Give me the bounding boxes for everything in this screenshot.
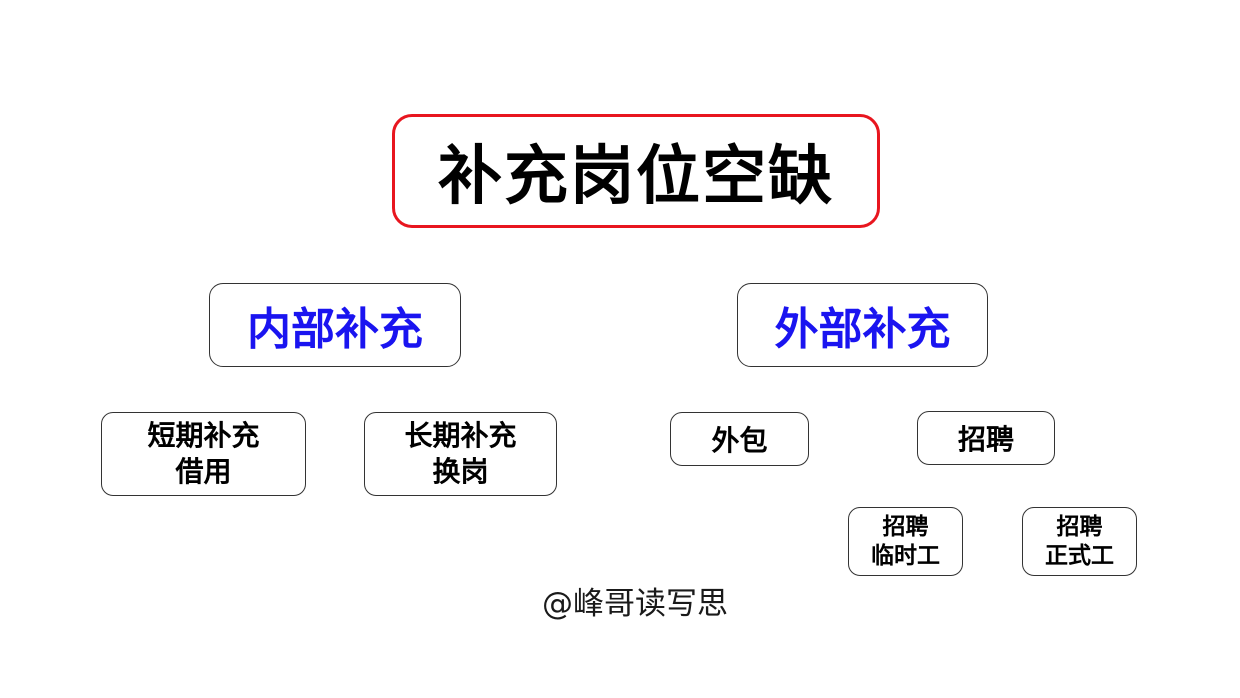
internal-supplement-label: 内部补充 [247, 304, 423, 355]
root-label: 补充岗位空缺 [438, 140, 834, 214]
internal-supplement-node: 内部补充 [209, 283, 461, 367]
recruit-formal-worker-node: 招聘 正式工 [1022, 507, 1137, 576]
external-supplement-label: 外部补充 [774, 304, 951, 355]
short-term-line2: 借用 [175, 455, 232, 488]
long-term-supplement-node: 长期补充 换岗 [364, 412, 557, 496]
outsourcing-node: 外包 [670, 412, 809, 466]
short-term-line1: 短期补充 [147, 419, 260, 452]
author-watermark: @峰哥读写思 [542, 586, 728, 622]
long-term-line2: 换岗 [432, 455, 489, 488]
root-node: 补充岗位空缺 [392, 114, 880, 228]
formal-worker-line2: 正式工 [1045, 542, 1114, 569]
temp-worker-line2: 临时工 [871, 542, 940, 569]
recruitment-node: 招聘 [917, 411, 1055, 465]
short-term-supplement-node: 短期补充 借用 [101, 412, 306, 496]
temp-worker-line1: 招聘 [882, 513, 929, 540]
long-term-line1: 长期补充 [404, 419, 517, 452]
formal-worker-line1: 招聘 [1056, 513, 1103, 540]
external-supplement-node: 外部补充 [737, 283, 988, 367]
recruitment-label: 招聘 [957, 423, 1014, 456]
recruit-temp-worker-node: 招聘 临时工 [848, 507, 963, 576]
outsourcing-label: 外包 [711, 424, 768, 457]
